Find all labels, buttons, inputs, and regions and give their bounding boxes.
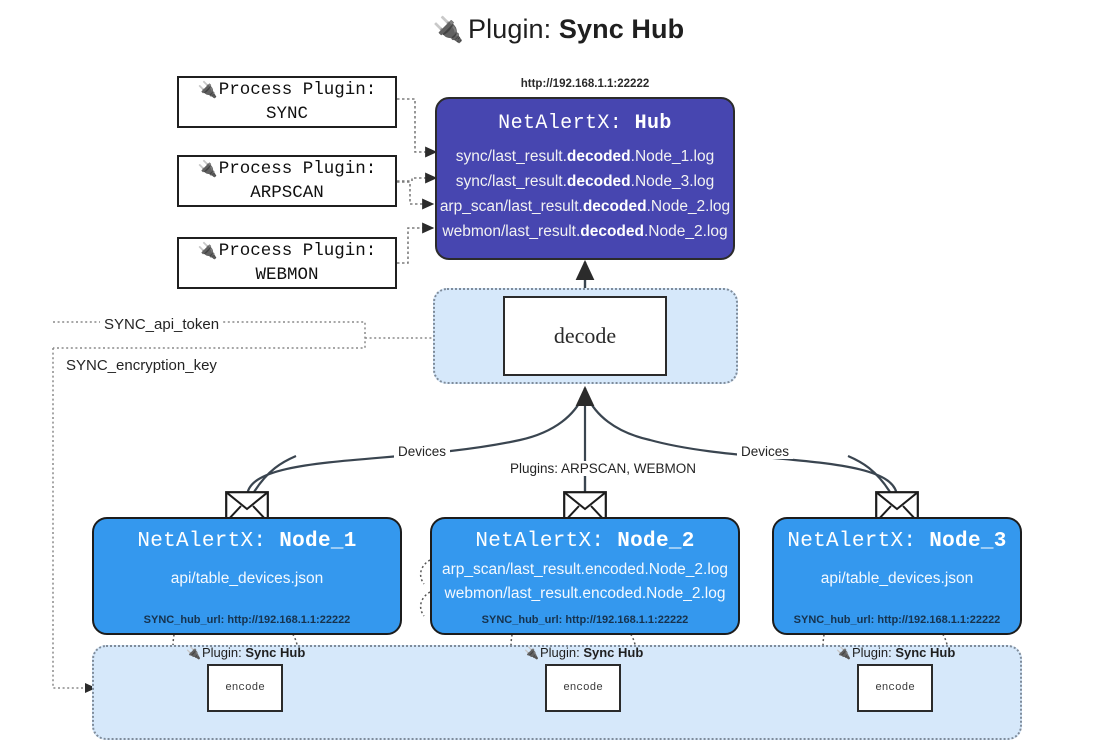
process-plugin-webmon[interactable]: 🔌Process Plugin: WEBMON [177,237,397,289]
node-2-file-2: webmon/last_result.encoded.Node_2.log [444,585,726,602]
node-card-node-2[interactable]: NetAlertX: Node_2 arp_scan/last_result.e… [430,517,740,635]
encode-box-2[interactable]: encode [545,664,621,712]
process-plugin-sync-line2: SYNC [265,103,308,124]
process-plugin-webmon-line2: WEBMON [255,264,319,285]
edge-label-devices-right: Devices [737,444,794,459]
plug-icon: 🔌 [432,16,465,44]
process-plugin-sync[interactable]: 🔌Process Plugin: SYNC [177,76,397,128]
node-card-node-1[interactable]: NetAlertX: Node_1 api/table_devices.json… [92,517,402,635]
plug-icon: 🔌 [197,241,218,261]
hub-title: NetAlertX: Hub [498,112,672,135]
edge-label-devices-left: Devices [394,444,451,459]
encode-box-3[interactable]: encode [857,664,933,712]
node-1-hub-url: SYNC_hub_url: http://192.168.1.1:22222 [143,614,351,626]
title-name: Sync Hub [558,14,685,44]
node-3-title: NetAlertX: Node_3 [787,530,1007,553]
encode-box-1[interactable]: encode [207,664,283,712]
node-2-title: NetAlertX: Node_2 [475,530,695,553]
page-title: 🔌Plugin: Sync Hub [0,14,1117,45]
node-1-title: NetAlertX: Node_1 [137,530,357,553]
decode-box[interactable]: decode [503,296,667,376]
hub-card[interactable]: NetAlertX: Hub sync/last_result.decoded.… [435,97,735,260]
node-card-node-3[interactable]: NetAlertX: Node_3 api/table_devices.json… [772,517,1022,635]
plug-icon: 🔌 [197,80,218,100]
hub-log-4: webmon/last_result.decoded.Node_2.log [442,223,728,241]
envelope-icon [563,491,607,523]
edge-label-plugins-center: Plugins: ARPSCAN, WEBMON [506,461,701,476]
plug-icon: 🔌 [836,646,851,660]
sync-api-token-label: SYNC_api_token [100,316,224,333]
encoder-3-plugin-label: 🔌Plugin: Sync Hub [836,645,956,660]
node-2-file-1: arp_scan/last_result.encoded.Node_2.log [441,561,729,578]
process-plugin-webmon-line1: 🔌Process Plugin: [197,241,377,262]
plug-icon: 🔌 [197,159,218,179]
plug-icon: 🔌 [186,646,201,660]
encoder-2-plugin-label: 🔌Plugin: Sync Hub [524,645,644,660]
encoder-1-plugin-label: 🔌Plugin: Sync Hub [186,645,306,660]
node-2-hub-url: SYNC_hub_url: http://192.168.1.1:22222 [481,614,689,626]
hub-log-3: arp_scan/last_result.decoded.Node_2.log [439,198,731,216]
hub-log-1: sync/last_result.decoded.Node_1.log [455,148,715,165]
hub-url-label: http://192.168.1.1:22222 [520,78,650,90]
node-3-hub-url: SYNC_hub_url: http://192.168.1.1:22222 [793,614,1001,626]
hub-log-2: sync/last_result.decoded.Node_3.log [455,173,715,191]
process-plugin-arpscan-line1: 🔌Process Plugin: [197,159,377,180]
plug-icon: 🔌 [524,646,539,660]
process-plugin-arpscan[interactable]: 🔌Process Plugin: ARPSCAN [177,155,397,207]
node-1-file-1: api/table_devices.json [170,570,324,587]
title-prefix: Plugin: [468,14,552,44]
node-3-file-1: api/table_devices.json [820,570,974,587]
process-plugin-sync-line1: 🔌Process Plugin: [197,80,377,101]
sync-encryption-key-label: SYNC_encryption_key [62,357,221,374]
process-plugin-arpscan-line2: ARPSCAN [250,182,324,203]
